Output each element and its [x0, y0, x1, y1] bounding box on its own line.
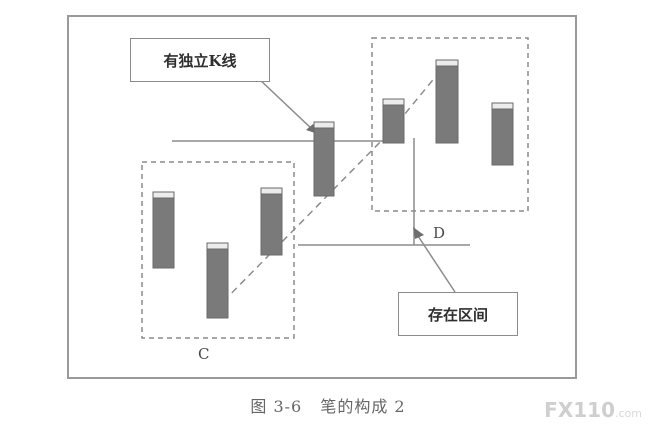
diagram-frame: [67, 15, 577, 379]
region-right-dashed-box: [371, 37, 529, 212]
label-c: C: [198, 345, 210, 363]
callout-standalone-k: 有独立K线: [130, 38, 270, 82]
candle-right-2: [435, 59, 459, 144]
watermark-domain: .com: [615, 407, 642, 420]
callout-arrow-range-line: [417, 235, 456, 293]
candle-left-2: [206, 242, 229, 319]
figure-caption: 图 3-6 笔的构成 2: [0, 393, 656, 417]
callout-range-text: 存在区间: [427, 305, 488, 324]
watermark-brand: FX110: [544, 398, 615, 422]
candle-left-3: [260, 187, 283, 256]
callout-standalone-k-text: 有独立K线: [163, 51, 237, 70]
region-left-dashed-box: [141, 161, 295, 339]
callout-arrow-k-line: [257, 77, 314, 131]
label-d: D: [433, 224, 446, 242]
trend-line-lower: [214, 131, 391, 311]
caption-figure-number: 图 3-6: [250, 397, 303, 416]
watermark-logo: FX110.com: [544, 398, 642, 422]
candle-standalone: [313, 121, 335, 197]
candle-left-1: [152, 191, 175, 269]
candle-right-1: [382, 98, 405, 144]
candle-right-3: [491, 102, 514, 166]
callout-range: 存在区间: [398, 292, 518, 336]
callout-arrow-range-head: [413, 227, 424, 239]
caption-title: 笔的构成 2: [320, 397, 406, 416]
